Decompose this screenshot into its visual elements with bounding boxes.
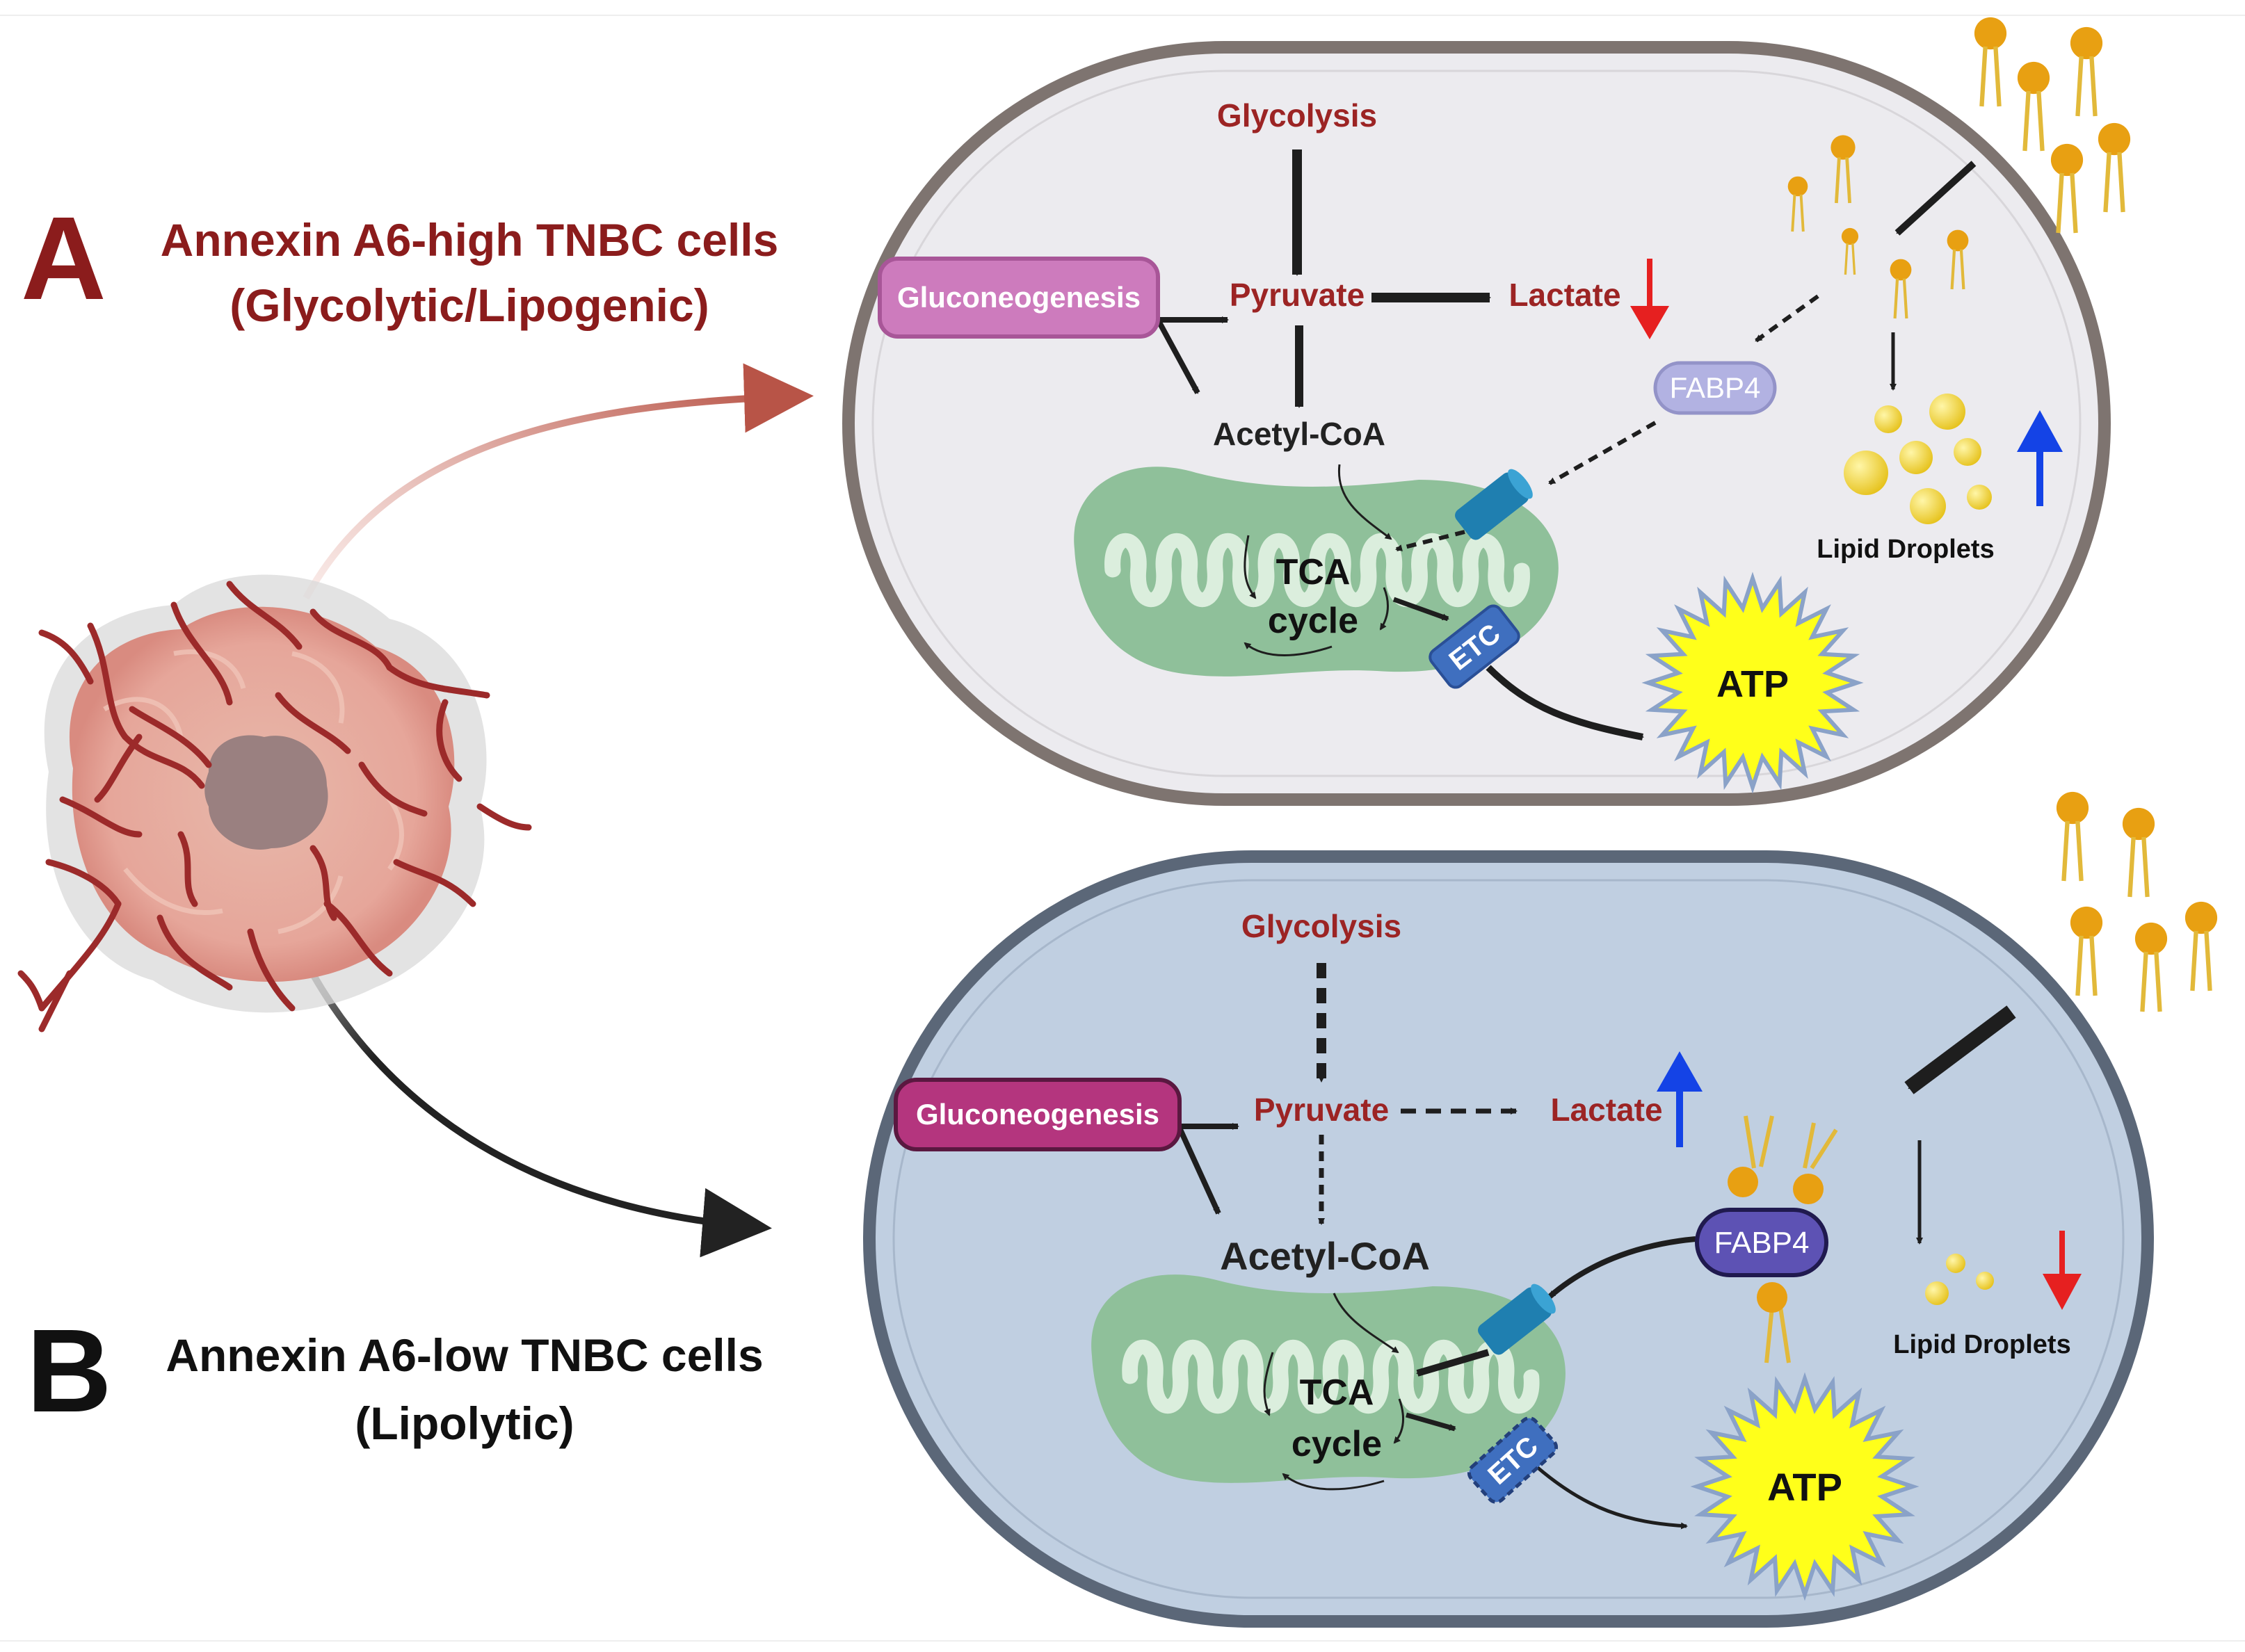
panel-a-gluconeogenesis-box: Gluconeogenesis — [878, 257, 1160, 339]
panel-a-subtitle: (Glycolytic/Lipogenic) — [230, 280, 709, 331]
panel-b-subtitle: (Lipolytic) — [355, 1398, 574, 1449]
panel-b-tca-label: TCA — [1300, 1372, 1374, 1413]
panel-a-title: Annexin A6-high TNBC cells — [161, 214, 779, 266]
panel-b-gluconeogenesis-box: Gluconeogenesis — [894, 1078, 1182, 1151]
panel-a-cycle-label: cycle — [1268, 601, 1358, 641]
panel-a-lactate-down-arrow — [1630, 259, 1669, 339]
panel-b-lipid-molecules — [2057, 792, 2217, 1012]
tumor-illustration — [17, 574, 532, 1032]
panel-a-glycolysis-label: Glycolysis — [1217, 97, 1377, 133]
panel-b-title: Annexin A6-low TNBC cells — [166, 1329, 763, 1381]
panel-b-lipid-droplets-label: Lipid Droplets — [1893, 1330, 2070, 1359]
panel-a-pyruvate-label: Pyruvate — [1230, 277, 1365, 313]
panel-b-lipid-droplets — [1925, 1254, 1994, 1305]
svg-text:FABP4: FABP4 — [1714, 1226, 1810, 1260]
panel-b-lipid-down-arrow — [2043, 1231, 2082, 1310]
panel-b-acetylcoa-label: Acetyl-CoA — [1220, 1234, 1430, 1278]
panel-b-fabp4: FABP4 — [1695, 1115, 1838, 1363]
svg-text:ATP: ATP — [1767, 1465, 1842, 1509]
panel-a-atp-burst: ATP — [1641, 572, 1864, 794]
panel-a-mitochondrion — [1074, 467, 1559, 677]
panel-a-lipid-up-arrow — [2017, 410, 2063, 506]
svg-text:Gluconeogenesis: Gluconeogenesis — [916, 1098, 1159, 1131]
panel-b-atp-burst: ATP — [1690, 1372, 1920, 1601]
svg-text:ATP: ATP — [1716, 663, 1789, 705]
panel-b-lactate-label: Lactate — [1550, 1092, 1662, 1128]
curve-to-panel-a — [303, 363, 814, 600]
panel-b-arrows — [1176, 963, 2016, 1530]
panel-b-mitochondrion — [1091, 1274, 1566, 1483]
panel-a-arrows — [1155, 149, 1977, 740]
panel-b-glycolysis-label: Glycolysis — [1241, 908, 1401, 944]
panel-b-cycle-label: cycle — [1292, 1424, 1382, 1464]
panel-a-acetylcoa-label: Acetyl-CoA — [1213, 416, 1385, 452]
svg-text:FABP4: FABP4 — [1670, 371, 1761, 404]
panel-b-letter: B — [26, 1305, 112, 1437]
panel-a-letter: A — [21, 193, 106, 325]
panel-b-lactate-up-arrow — [1657, 1051, 1703, 1147]
panel-b-cell — [863, 850, 2154, 1628]
panel-a-tca-label: TCA — [1276, 552, 1351, 592]
panel-b-pyruvate-label: Pyruvate — [1254, 1092, 1389, 1128]
panel-a-lipid-droplets — [1844, 394, 1992, 524]
panel-a-lipid-droplets-label: Lipid Droplets — [1817, 535, 1994, 564]
panel-a-lactate-label: Lactate — [1508, 277, 1620, 313]
panel-a-cell — [842, 41, 2111, 806]
svg-text:Gluconeogenesis: Gluconeogenesis — [897, 281, 1141, 314]
panel-a-fabp4: FABP4 — [1653, 361, 1777, 415]
